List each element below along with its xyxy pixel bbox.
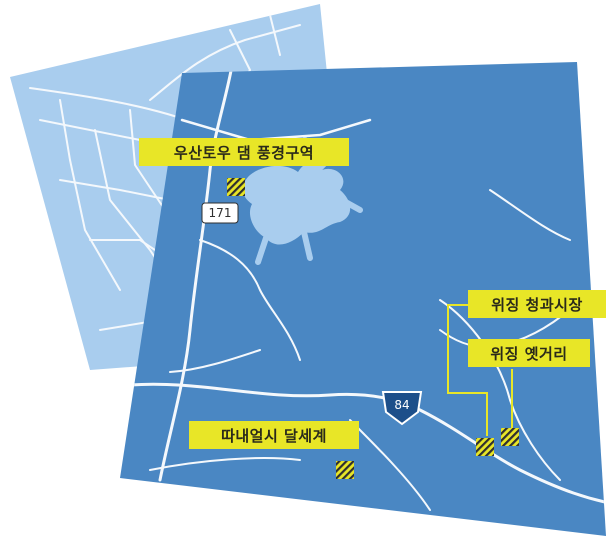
svg-text:위징 옛거리: 위징 옛거리 [490, 345, 567, 363]
svg-text:171: 171 [209, 206, 232, 220]
striped-square-marker[interactable] [501, 428, 519, 446]
leader-lines [447, 304, 513, 436]
striped-square-marker[interactable] [227, 178, 245, 196]
front-map-sheet [120, 62, 606, 536]
place-ttanaeeolsi-moon-world[interactable]: 따내얼시 달세계 [189, 421, 359, 479]
svg-text:우산토우 댐 풍경구역: 우산토우 댐 풍경구역 [174, 144, 314, 162]
place-wijing-old-street[interactable]: 위징 옛거리 [468, 339, 590, 446]
svg-text:위징 청과시장: 위징 청과시장 [491, 296, 583, 314]
striped-square-marker[interactable] [336, 461, 354, 479]
reservoir-water [242, 161, 351, 245]
route-84-shield: 84 [381, 391, 423, 426]
svg-text:84: 84 [394, 398, 409, 412]
route-171-shield: 171 [201, 202, 239, 224]
striped-square-marker[interactable] [476, 438, 494, 456]
place-dam-scenic-area[interactable]: 우산토우 댐 풍경구역 [139, 138, 349, 196]
place-wijing-fruit-market[interactable]: 위징 청과시장 [468, 290, 606, 456]
svg-text:따내얼시 달세계: 따내얼시 달세계 [221, 427, 327, 445]
